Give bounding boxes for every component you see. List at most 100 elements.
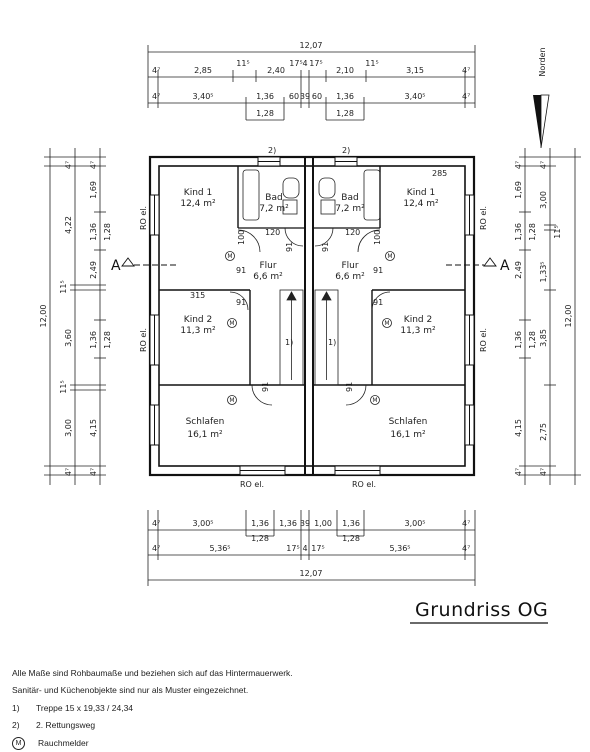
- note-row: Sanitär- und Küchenobjekte sind nur als …: [12, 682, 293, 699]
- svg-text:RO el.: RO el.: [139, 206, 148, 230]
- svg-text:1,36: 1,36: [514, 223, 523, 241]
- svg-text:M: M: [229, 397, 234, 404]
- plan-title: Grundriss OG: [415, 599, 548, 621]
- svg-text:120: 120: [345, 228, 360, 237]
- svg-text:2,49: 2,49: [514, 261, 523, 279]
- svg-text:1,36: 1,36: [514, 331, 523, 349]
- room-name: Kind 1: [407, 188, 435, 198]
- svg-text:2,75: 2,75: [539, 423, 548, 441]
- svg-text:1,28: 1,28: [251, 534, 269, 543]
- svg-text:M: M: [229, 320, 234, 327]
- svg-text:1,36: 1,36: [89, 331, 98, 349]
- svg-text:RO el.: RO el.: [240, 480, 264, 489]
- svg-text:39: 39: [300, 519, 310, 528]
- svg-text:1,36: 1,36: [251, 519, 269, 528]
- svg-text:3,40⁵: 3,40⁵: [192, 92, 213, 101]
- right-dimensions: [519, 148, 581, 485]
- room-area: 16,1 m²: [390, 430, 426, 440]
- svg-text:91: 91: [321, 242, 330, 252]
- svg-text:11⁵: 11⁵: [553, 225, 562, 238]
- svg-text:11⁵: 11⁵: [236, 59, 249, 68]
- bottom-dimensions: [147, 510, 476, 586]
- svg-text:285: 285: [432, 169, 447, 178]
- svg-text:M: M: [372, 397, 377, 404]
- svg-text:M: M: [387, 253, 392, 260]
- smoke-detector-icon: M: [12, 736, 25, 750]
- svg-text:17⁵: 17⁵: [311, 544, 324, 553]
- top-row1-labels: 4⁷ 2,85 11⁵ 2,40 17⁵ 4 17⁵ 2,10 11⁵ 3,15…: [152, 59, 470, 75]
- svg-text:39: 39: [300, 92, 310, 101]
- svg-text:4: 4: [302, 59, 307, 68]
- note-row: 2) 2. Rettungsweg: [12, 717, 293, 734]
- svg-text:4⁷: 4⁷: [462, 92, 470, 101]
- svg-text:RO el.: RO el.: [139, 328, 148, 352]
- room-name: Kind 2: [184, 315, 212, 325]
- top-dimensions: [147, 45, 476, 121]
- right-dimension-labels: 12,00 4⁷ 3,00 11⁵ 1,33⁵ 3,85 2,75 4⁷ 4⁷ …: [514, 161, 573, 476]
- svg-text:12,00: 12,00: [564, 305, 573, 328]
- svg-text:91: 91: [261, 382, 270, 392]
- svg-text:4⁷: 4⁷: [64, 161, 73, 169]
- svg-text:4⁷: 4⁷: [514, 161, 523, 169]
- svg-text:4⁷: 4⁷: [152, 66, 160, 75]
- note-number: 2): [12, 720, 20, 731]
- svg-text:RO el.: RO el.: [479, 328, 488, 352]
- room-area: 6,6 m²: [335, 272, 365, 282]
- svg-text:1,36: 1,36: [336, 92, 354, 101]
- svg-text:4⁷: 4⁷: [462, 66, 470, 75]
- svg-text:1,36: 1,36: [256, 92, 274, 101]
- note-number: 1): [12, 702, 20, 713]
- svg-text:4⁷: 4⁷: [152, 92, 160, 101]
- room-name: Kind 1: [184, 188, 212, 198]
- svg-text:4: 4: [302, 544, 307, 553]
- room-area: 11,3 m²: [400, 326, 436, 336]
- svg-text:2,10: 2,10: [336, 66, 354, 75]
- svg-text:1,33⁵: 1,33⁵: [539, 261, 548, 282]
- stair-note-right: 1): [328, 338, 336, 347]
- svg-text:5,36⁵: 5,36⁵: [389, 544, 410, 553]
- svg-text:17⁵: 17⁵: [286, 544, 299, 553]
- svg-text:4⁷: 4⁷: [539, 468, 548, 476]
- room-area: 7,2 m²: [335, 204, 365, 214]
- room-name: Flur: [341, 261, 358, 271]
- stair-note-left: 1): [285, 338, 293, 347]
- svg-text:3,00⁵: 3,00⁵: [404, 519, 425, 528]
- svg-text:91: 91: [236, 266, 246, 275]
- svg-text:4⁷: 4⁷: [514, 468, 523, 476]
- svg-text:91: 91: [373, 266, 383, 275]
- room-area: 12,4 m²: [180, 199, 216, 209]
- svg-text:11⁵: 11⁵: [59, 280, 68, 293]
- bottom-total-dim: 12,07: [300, 569, 323, 578]
- rooms-left: Kind 1 12,4 m² Bad 7,2 m² Flur 6,6 m² Ki…: [180, 188, 289, 440]
- svg-text:12,00: 12,00: [39, 305, 48, 328]
- svg-text:4⁷: 4⁷: [152, 544, 160, 553]
- svg-text:4⁷: 4⁷: [462, 519, 470, 528]
- svg-text:3,00: 3,00: [539, 191, 548, 209]
- smoke-detectors: [225, 251, 395, 405]
- left-dimension-labels: 12,00 4⁷ 4,22 11⁵ 3,60 11⁵ 3,00 4⁷ 4⁷ 1,…: [39, 161, 112, 476]
- svg-text:4,22: 4,22: [64, 216, 73, 234]
- smoke-detector-labels: M M M M M M: [227, 253, 392, 404]
- svg-text:100: 100: [373, 230, 382, 245]
- svg-text:3,60: 3,60: [64, 329, 73, 347]
- svg-text:1,28: 1,28: [103, 223, 112, 241]
- svg-text:1,36: 1,36: [279, 519, 297, 528]
- svg-text:1,36: 1,36: [89, 223, 98, 241]
- note-row: 1) Treppe 15 x 19,33 / 24,34: [12, 700, 293, 717]
- room-name: Bad: [265, 193, 282, 203]
- stairs: [279, 289, 339, 386]
- left-dimensions: [44, 148, 106, 485]
- svg-text:1,28: 1,28: [256, 109, 274, 118]
- room-area: 11,3 m²: [180, 326, 216, 336]
- svg-text:11⁵: 11⁵: [365, 59, 378, 68]
- svg-text:3,00⁵: 3,00⁵: [192, 519, 213, 528]
- svg-text:17⁵: 17⁵: [309, 59, 322, 68]
- svg-text:60: 60: [312, 92, 322, 101]
- room-area: 7,2 m²: [259, 204, 289, 214]
- svg-text:1,36: 1,36: [342, 519, 360, 528]
- north-arrow: [533, 94, 550, 149]
- svg-text:4⁷: 4⁷: [89, 468, 98, 476]
- svg-text:120: 120: [265, 228, 280, 237]
- top-total-dim: 12,07: [300, 41, 323, 50]
